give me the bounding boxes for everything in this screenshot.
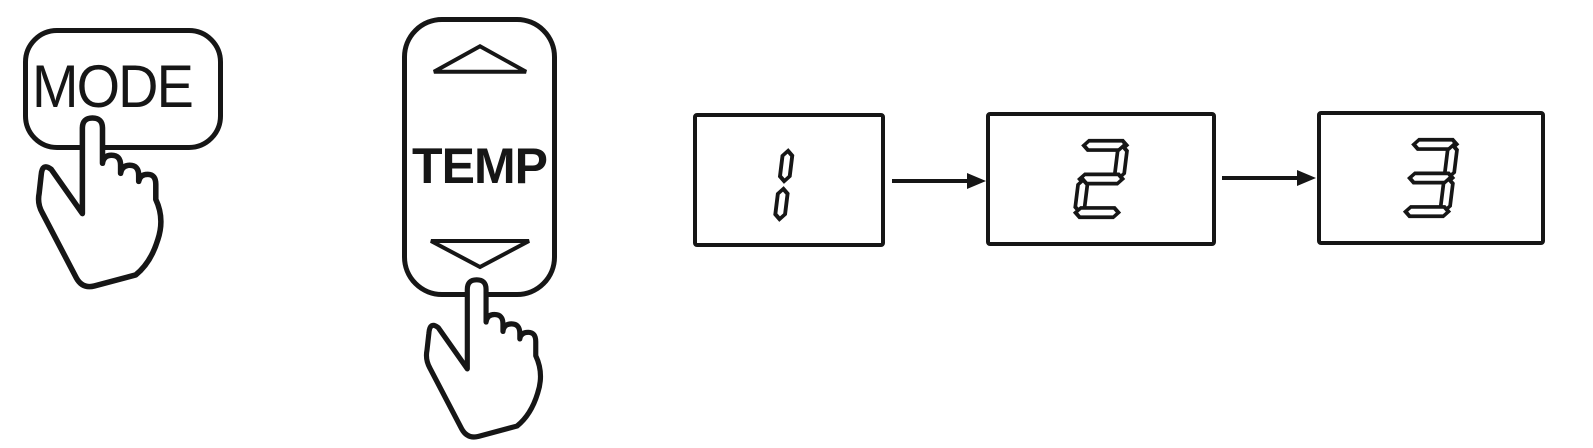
pointing-hand-icon (424, 277, 550, 442)
mode-button-label: MODE (32, 53, 194, 120)
display-box-step2 (986, 112, 1216, 246)
right-arrow-icon (892, 173, 986, 189)
temp-button: TEMP (402, 17, 557, 297)
right-arrow-icon (1222, 170, 1316, 186)
temp-up-arrow-icon[interactable] (431, 43, 529, 75)
seven-segment-digit (1072, 137, 1130, 221)
seven-segment-digit (773, 139, 802, 222)
temp-button-label: TEMP (412, 138, 548, 194)
display-box-step1 (693, 113, 885, 247)
pointing-hand-icon (36, 115, 171, 292)
display-box-step3 (1317, 111, 1545, 245)
temp-down-arrow-icon[interactable] (428, 238, 532, 270)
mode-button[interactable]: MODE (23, 28, 223, 150)
seven-segment-digit (1402, 136, 1460, 220)
